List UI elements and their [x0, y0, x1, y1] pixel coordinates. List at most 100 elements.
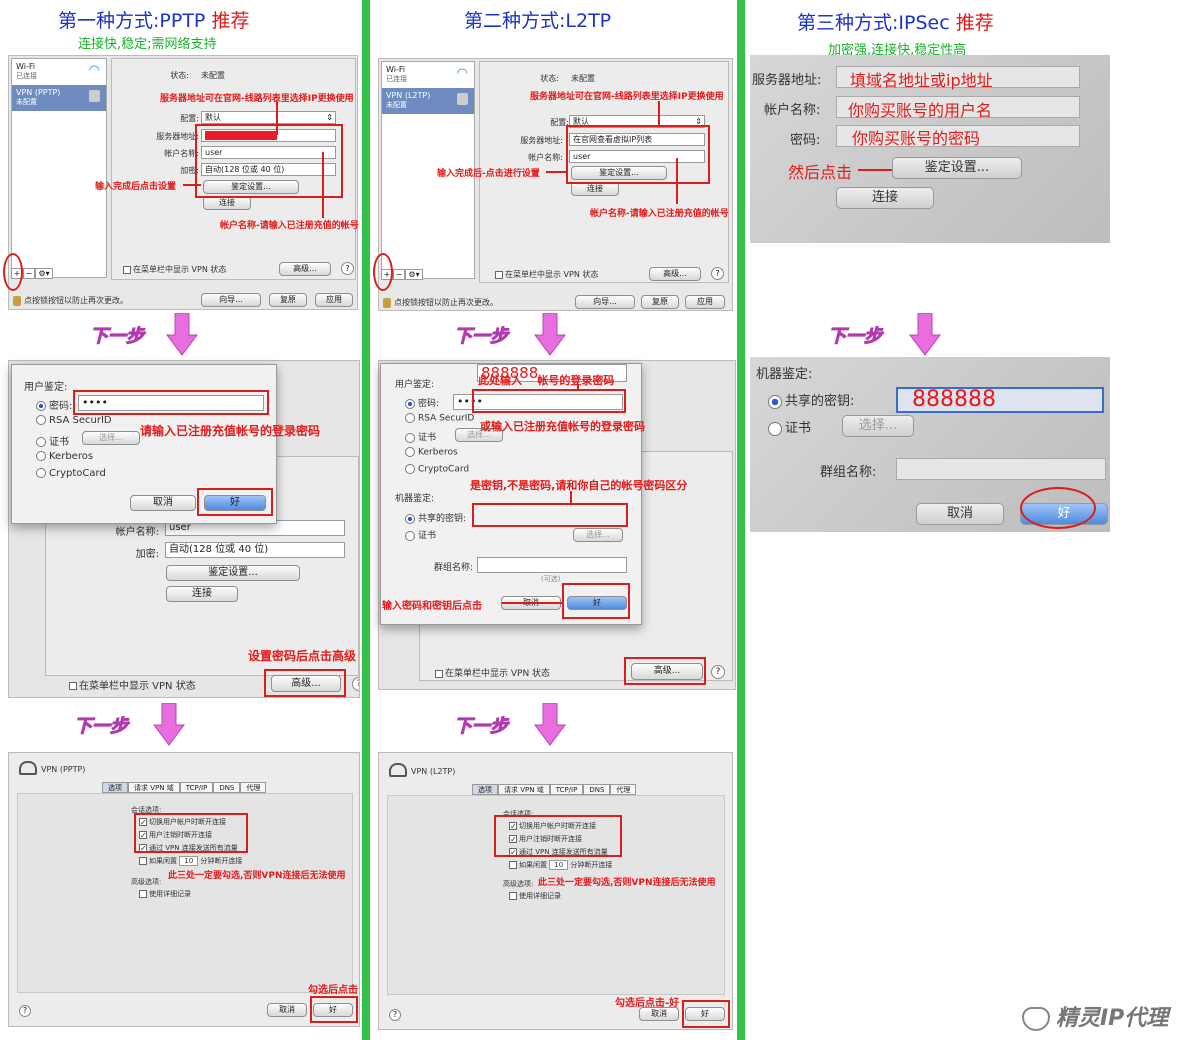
- connect-button[interactable]: 连接: [836, 187, 934, 209]
- dlg-option-cryptocard[interactable]: CryptoCard: [36, 468, 106, 479]
- s2-advanced-button[interactable]: 高级...: [271, 675, 341, 692]
- col2-service-wifi[interactable]: Wi-Fi 已连接 ◠: [382, 62, 474, 88]
- dlg-cancel-button[interactable]: 取消: [130, 495, 196, 511]
- dlg-password-field[interactable]: ••••: [453, 394, 623, 410]
- s2-advanced-button[interactable]: 高级...: [631, 663, 703, 680]
- account-field[interactable]: [836, 96, 1080, 118]
- apply-button[interactable]: 应用: [685, 295, 725, 309]
- revert-button[interactable]: 复原: [269, 293, 307, 307]
- dlg-option-password[interactable]: 密码:: [36, 397, 72, 412]
- cancel-button[interactable]: 取消: [916, 503, 1004, 525]
- shared-key-field[interactable]: 888888: [477, 364, 627, 382]
- advanced-button[interactable]: 高级...: [279, 262, 331, 276]
- show-vpn-checkbox[interactable]: 在菜单栏中显示 VPN 状态: [123, 264, 226, 275]
- dlg-option-cert[interactable]: 证书: [405, 430, 436, 443]
- auth-settings-button[interactable]: 鉴定设置...: [203, 180, 299, 194]
- adv-ok-button[interactable]: 好: [313, 1003, 353, 1017]
- machine-cert-option[interactable]: 证书: [405, 528, 436, 541]
- advanced-button[interactable]: 高级...: [649, 267, 701, 281]
- s2-encrypt-select[interactable]: 自动(128 位或 40 位): [165, 542, 345, 558]
- shared-key-field[interactable]: [896, 387, 1104, 413]
- shared-key-option[interactable]: 共享的密钥:: [405, 511, 466, 524]
- tab-tcpip[interactable]: TCP/IP: [549, 784, 584, 795]
- encrypt-select[interactable]: 自动(128 位或 40 位): [201, 163, 336, 176]
- col1-service-vpn[interactable]: VPN (PPTP) 未配置: [12, 85, 106, 111]
- adv-ok-button[interactable]: 好: [685, 1007, 725, 1021]
- dlg-select-button[interactable]: 选择...: [82, 431, 140, 445]
- wizard-button[interactable]: 向导...: [201, 293, 261, 307]
- tab-tcpip[interactable]: TCP/IP: [179, 782, 214, 793]
- server-field[interactable]: [836, 66, 1080, 88]
- show-vpn-checkbox[interactable]: 在菜单栏中显示 VPN 状态: [495, 269, 598, 280]
- adv-help-icon[interactable]: ?: [19, 1005, 31, 1017]
- col1-service-wifi[interactable]: Wi-Fi 已连接 ◠: [12, 59, 106, 85]
- s2-show-vpn[interactable]: 在菜单栏中显示 VPN 状态: [435, 666, 550, 679]
- revert-button[interactable]: 复原: [641, 295, 679, 309]
- auth-settings-button[interactable]: 鉴定设置...: [571, 166, 667, 180]
- connect-button[interactable]: 连接: [203, 196, 251, 210]
- padlock-icon[interactable]: [13, 295, 21, 306]
- wizard-button[interactable]: 向导...: [575, 295, 635, 309]
- tab-options[interactable]: 选项: [102, 782, 128, 793]
- s2-help-icon[interactable]: ?: [711, 665, 725, 679]
- tab-vpn-domain[interactable]: 请求 VPN 域: [498, 784, 550, 795]
- verbose-option[interactable]: 使用详细记录: [509, 891, 561, 901]
- config-select[interactable]: 默认⇕: [569, 115, 705, 128]
- dlg-password-field[interactable]: ••••: [78, 395, 264, 411]
- padlock-icon[interactable]: [383, 297, 391, 308]
- apply-button[interactable]: 应用: [315, 293, 353, 307]
- dlg-ok-button[interactable]: 好: [204, 495, 266, 511]
- remove-icon[interactable]: −: [23, 268, 35, 279]
- session-opt-1[interactable]: ✓切换用户帐户时断开连接: [509, 821, 596, 831]
- cert-option[interactable]: 证书: [768, 417, 811, 436]
- idle-field[interactable]: 10: [549, 860, 569, 870]
- dlg-select-button[interactable]: 选择...: [455, 428, 503, 442]
- dlg-option-kerberos[interactable]: Kerberos: [36, 451, 93, 462]
- verbose-option[interactable]: 使用详细记录: [139, 889, 191, 899]
- s2-help-icon[interactable]: ?: [352, 677, 359, 691]
- idle-option[interactable]: 如果闲置 10 分钟断开连接: [139, 856, 242, 866]
- session-opt-1[interactable]: ✓切换用户帐户时断开连接: [139, 817, 226, 827]
- session-opt-2[interactable]: ✓用户注销时断开连接: [509, 834, 582, 844]
- s2-auth-settings-button[interactable]: 鉴定设置...: [166, 565, 300, 581]
- s2-connect-button[interactable]: 连接: [166, 586, 238, 602]
- tab-vpn-domain[interactable]: 请求 VPN 域: [128, 782, 180, 793]
- tab-dns[interactable]: DNS: [583, 784, 611, 795]
- dlg-option-cryptocard[interactable]: CryptoCard: [405, 464, 469, 475]
- password-field[interactable]: [836, 125, 1080, 147]
- dlg-ok-button[interactable]: 好: [567, 596, 627, 610]
- server-field[interactable]: [201, 129, 336, 142]
- session-opt-2[interactable]: ✓用户注销时断开连接: [139, 830, 212, 840]
- tab-proxy[interactable]: 代理: [240, 782, 267, 793]
- dlg-option-rsa[interactable]: RSA SecurID: [36, 415, 112, 426]
- tab-proxy[interactable]: 代理: [610, 784, 637, 795]
- account-field[interactable]: user: [569, 150, 705, 163]
- account-field[interactable]: user: [201, 146, 336, 159]
- adv-help-icon[interactable]: ?: [389, 1009, 401, 1021]
- dlg-option-rsa[interactable]: RSA SecurID: [405, 413, 474, 424]
- help-icon[interactable]: ?: [711, 267, 724, 280]
- config-select[interactable]: 默认⇕: [201, 111, 336, 124]
- group-field[interactable]: [896, 458, 1106, 480]
- dlg-option-cert[interactable]: 证书: [36, 433, 69, 448]
- tab-options[interactable]: 选项: [472, 784, 498, 795]
- adv-cancel-button[interactable]: 取消: [639, 1007, 679, 1021]
- col2-service-vpn[interactable]: VPN (L2TP) 未配置: [382, 88, 474, 114]
- idle-field[interactable]: 10: [179, 856, 199, 866]
- server-field[interactable]: 在官网查看虚拟IP列表: [569, 133, 705, 146]
- shared-key-option[interactable]: 共享的密钥:: [768, 390, 854, 409]
- connect-button[interactable]: 连接: [571, 182, 619, 196]
- dlg-option-kerberos[interactable]: Kerberos: [405, 447, 458, 458]
- tab-dns[interactable]: DNS: [213, 782, 241, 793]
- cert-select-button[interactable]: 选择...: [842, 415, 914, 437]
- dlg-option-password[interactable]: 密码:: [405, 396, 439, 409]
- idle-option[interactable]: 如果闲置 10 分钟断开连接: [509, 860, 612, 870]
- s2-show-vpn[interactable]: 在菜单栏中显示 VPN 状态: [69, 677, 196, 692]
- auth-settings-button[interactable]: 鉴定设置...: [892, 157, 1022, 179]
- gear-icon[interactable]: ⚙▾: [35, 268, 53, 279]
- adv-cancel-button[interactable]: 取消: [267, 1003, 307, 1017]
- help-icon[interactable]: ?: [341, 262, 354, 275]
- remove-icon[interactable]: −: [393, 269, 405, 280]
- gear-icon[interactable]: ⚙▾: [405, 269, 423, 280]
- machine-select-button[interactable]: 选择...: [573, 528, 623, 542]
